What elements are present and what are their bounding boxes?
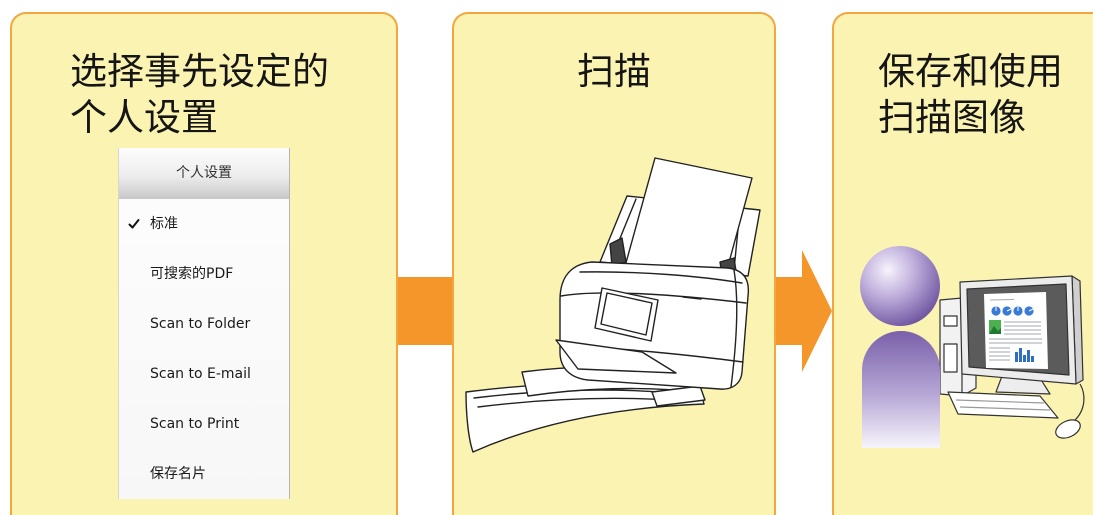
menu-item-label: 保存名片 — [150, 466, 206, 482]
touch-panel-screen — [600, 292, 653, 336]
connector-arrow-1 — [398, 277, 452, 345]
menu-item-scan-to-print: Scan to Print — [119, 399, 289, 449]
paper-guide-left — [609, 237, 627, 267]
menu-item-scan-to-folder: Scan to Folder — [119, 299, 289, 349]
computer-illustration — [939, 275, 1085, 439]
step-2-title: 扫描 — [454, 49, 774, 95]
menu-item-standard: 标准 — [119, 199, 289, 249]
keyboard — [947, 391, 1059, 419]
menu-item-label: 标准 — [150, 216, 178, 232]
step-1-title-line-1: 选择事先设定的 — [70, 50, 329, 93]
profile-menu: 个人设置 标准 可搜索的PDF Scan to Folder Scan to E… — [118, 148, 290, 499]
menu-item-label: Scan to Folder — [150, 316, 251, 332]
top-front-edge — [560, 292, 747, 304]
menu-item-scan-to-email: Scan to E-mail — [119, 349, 289, 399]
document-photo-detail — [989, 326, 1001, 334]
document-text-lines — [989, 298, 1042, 361]
save-and-use-illustration — [860, 246, 1085, 448]
step-3-title-line-2: 扫描图像 — [878, 96, 1026, 139]
drive-bay — [943, 315, 958, 327]
menu-item-searchable-pdf: 可搜索的PDF — [119, 249, 289, 299]
step-1-title: 选择事先设定的 个人设置 — [70, 49, 329, 141]
scanner-illustration — [465, 157, 761, 453]
menu-item-label: 可搜索的PDF — [150, 266, 234, 282]
person-icon — [860, 246, 940, 448]
logo-mark — [682, 296, 702, 300]
bar-chart-icon — [1015, 348, 1034, 362]
person-head — [860, 246, 940, 326]
step-2-panel: 扫描 — [452, 12, 776, 515]
step-2-title-line-1: 扫描 — [577, 50, 651, 93]
connector-arrow-2 — [776, 250, 832, 372]
output-tray-upper — [555, 339, 677, 374]
drive-bay — [943, 343, 958, 373]
right-arrow-icon — [776, 250, 832, 372]
keyboard-key-row — [955, 399, 1045, 404]
check-icon — [128, 219, 140, 229]
step-3-title-line-1: 保存和使用 — [878, 50, 1063, 93]
step-3-title: 保存和使用 扫描图像 — [878, 49, 1063, 141]
profile-menu-header: 个人设置 — [119, 148, 289, 199]
step-1-title-line-2: 个人设置 — [70, 96, 218, 139]
tray-stopper — [651, 385, 706, 407]
step-1-panel: 选择事先设定的 个人设置 个人设置 标准 可搜索的PDF Scan to Fol… — [10, 12, 398, 515]
step-3-panel: 保存和使用 扫描图像 — [832, 12, 1093, 515]
menu-item-save-business-card: 保存名片 — [119, 449, 289, 499]
body-side-edge — [730, 269, 738, 388]
pie-chart-wedges — [995, 306, 1034, 312]
feed-slot — [579, 271, 743, 284]
mouse — [1055, 419, 1081, 439]
menu-item-label: Scan to Print — [150, 416, 240, 432]
mouse-cable — [1073, 383, 1085, 422]
menu-item-label: Scan to E-mail — [150, 366, 251, 382]
person-body — [862, 331, 940, 448]
keyboard-key-row — [959, 406, 1051, 411]
